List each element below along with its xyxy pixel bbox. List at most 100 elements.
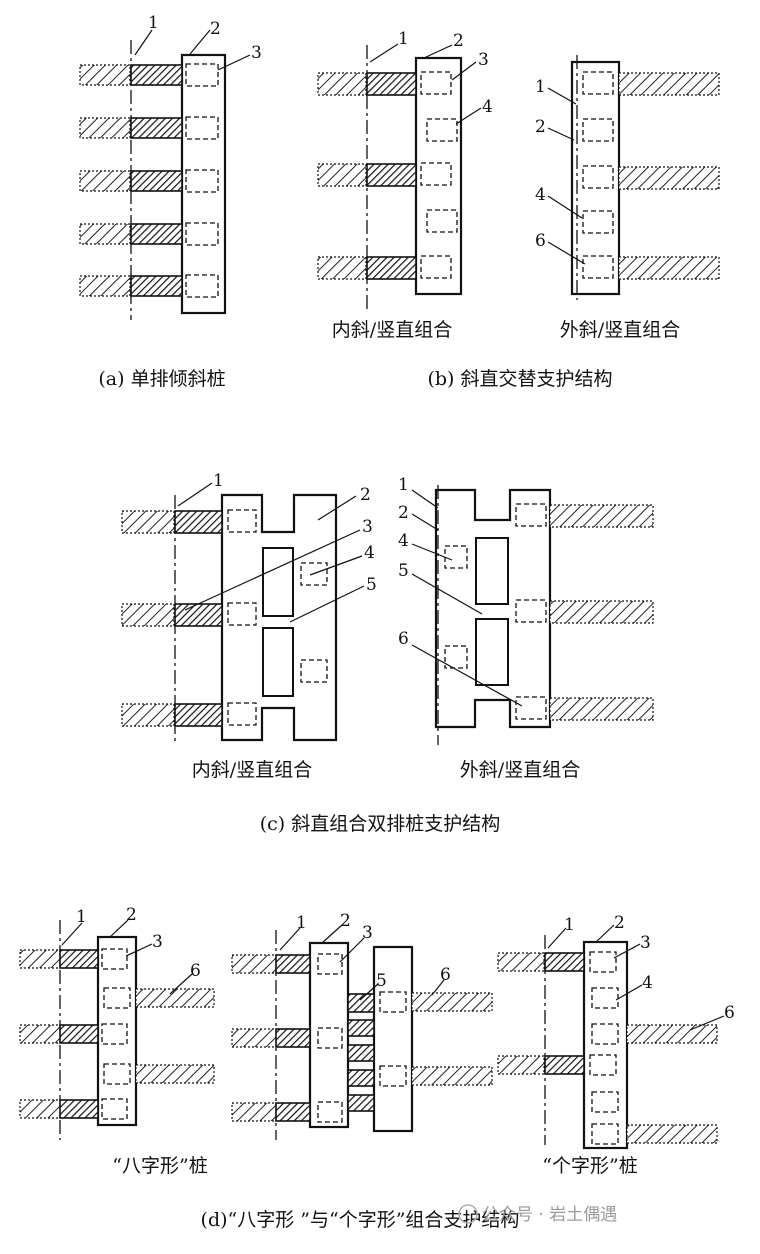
double-row-frame [220,493,338,742]
label-2: 2 [614,913,625,933]
label-4: 4 [535,185,546,205]
pile-row [121,602,257,627]
diagram-b-inner: 1 2 3 4 内斜/竖直组合 [317,29,493,341]
pile-row [317,255,452,280]
label-2: 2 [340,911,351,931]
diagram-d-eight: 1 2 3 6 [19,905,215,1140]
label-5: 5 [398,561,409,581]
label-3: 3 [362,517,373,537]
leader-lines [61,919,193,995]
caption-c: (c) 斜直组合双排桩支护结构 [260,813,501,835]
diagram-d-ge: 1 2 3 4 6 [497,913,735,1150]
label-1: 1 [296,913,307,933]
vertical-pile [300,562,328,586]
diagram-b-outer: 1 2 4 6 外斜/竖直组合 [535,55,720,341]
frame-opening [475,618,509,686]
sub-label-d-left: “八字形”桩 [112,1155,207,1177]
vertical-pile [591,1091,619,1113]
vertical-pile [300,659,328,683]
capping-beam [582,940,629,1150]
vertical-pile [582,118,614,142]
caption-d: (d)“八字形 ”与“个字形”组合支护结构 [201,1209,520,1231]
leader-lines [411,489,523,707]
label-1: 1 [398,29,409,49]
leader-lines [177,482,365,623]
vertical-pile [582,210,614,234]
diagram-a: 1 2 3 [79,13,262,320]
label-2: 2 [360,485,371,505]
pile-row [103,1063,215,1085]
pile-row [19,948,128,970]
pile-row [497,951,617,973]
label-4: 4 [482,97,493,117]
pile-row [582,71,720,96]
label-2: 2 [453,31,464,51]
label-6: 6 [440,965,451,985]
capping-beam [570,60,621,296]
pile-row [379,1065,493,1087]
capping-beam [180,53,227,315]
watermark: 公众号 · 岩土偶遇 [458,1204,617,1225]
label-3: 3 [362,923,373,943]
leader-lines [134,29,251,71]
pile-row [19,1098,128,1120]
label-3: 3 [640,933,651,953]
label-6: 6 [398,629,409,649]
sub-label-b-outer: 外斜/竖直组合 [560,319,680,341]
watermark-text: 公众号 · 岩土偶遇 [482,1205,617,1225]
label-2: 2 [126,905,137,925]
vertical-pile [426,118,458,142]
pile-row [79,274,219,298]
sub-label-b-inner: 内斜/竖直组合 [332,319,452,341]
label-3: 3 [478,50,489,70]
frame-opening [475,537,509,605]
frame-opening [262,547,294,617]
label-1: 1 [148,13,159,33]
pile-row [515,696,654,721]
double-row-frame [434,488,552,729]
pile-row [79,169,219,193]
label-6: 6 [535,231,546,251]
sub-label-c-outer: 外斜/竖直组合 [460,759,580,781]
pile-row [591,1123,718,1145]
pile-row [582,255,720,280]
pile-row [79,63,219,87]
capping-beam [96,935,138,1127]
leader-lines [547,924,725,1031]
pile-row [317,71,452,96]
caption-b: (b) 斜直交替支护结构 [427,368,612,390]
capping-beam [372,945,414,1133]
pile-row [103,987,215,1009]
label-5: 5 [376,971,387,991]
label-6: 6 [190,961,201,981]
pile-row [317,162,452,187]
pile-row [582,165,720,190]
vertical-pile [426,209,458,233]
label-3: 3 [251,43,262,63]
leader-lines [279,924,445,1001]
pile-row [515,599,654,624]
label-3: 3 [152,932,163,952]
label-2: 2 [210,19,221,39]
pile-row [231,1101,343,1123]
vertical-pile [591,987,619,1009]
label-1: 1 [76,907,87,927]
label-5: 5 [366,575,377,595]
frame-opening [262,627,294,697]
label-4: 4 [398,531,409,551]
pile-row [497,1054,617,1076]
label-1: 1 [398,475,409,495]
label-6: 6 [724,1003,735,1023]
diagram-c-outer: 1 2 4 5 6 外斜/竖直组合 [398,475,654,781]
label-2: 2 [398,503,409,523]
pile-row [121,509,257,534]
sub-label-c-inner: 内斜/竖直组合 [192,759,312,781]
pile-row [515,503,654,528]
pile-row [79,222,219,246]
connecting-beams [347,993,375,1112]
label-2: 2 [535,117,546,137]
leader-lines [369,43,482,125]
sub-label-d-right: “个字形”桩 [542,1155,637,1177]
vertical-pile [444,645,468,669]
label-4: 4 [364,543,375,563]
